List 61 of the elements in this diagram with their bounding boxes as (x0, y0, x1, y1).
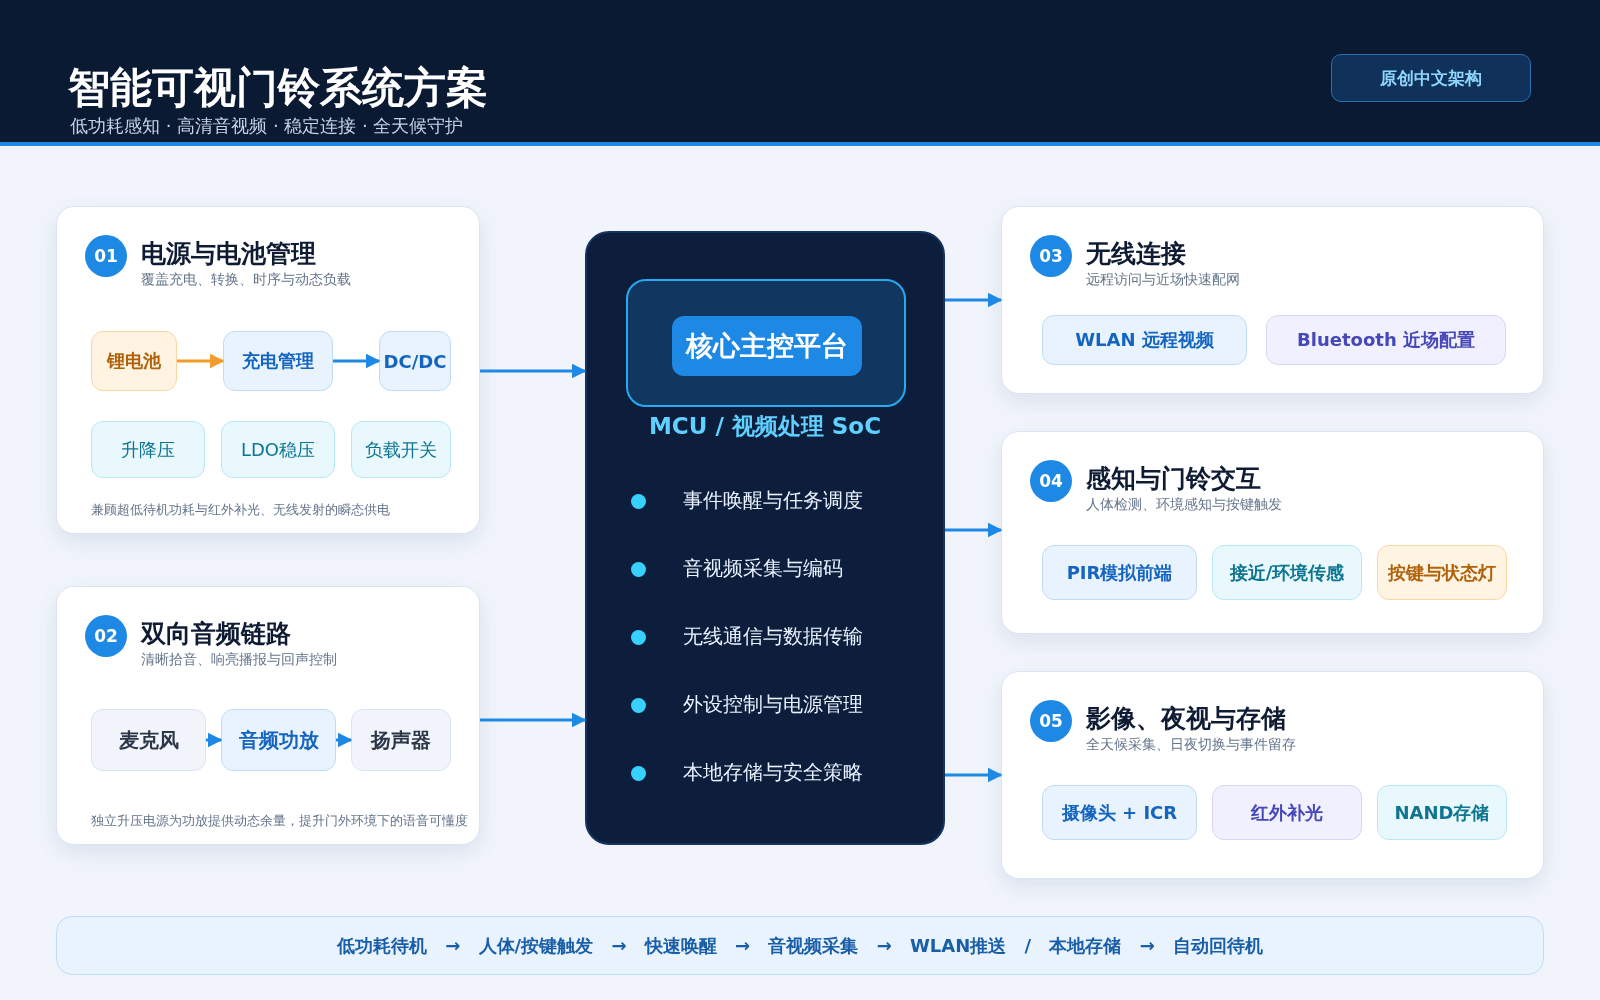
platform-label: MCU / 视频处理 SoC (647, 412, 883, 441)
step-number: 01 (85, 235, 127, 277)
component-box: Bluetooth 近场配置 (1266, 315, 1506, 365)
section-heading: 影像、夜视与存储 (1086, 703, 1286, 735)
arrow (945, 292, 1003, 308)
footnote: 独立升压电源为功放提供动态余量，提升门外环境下的语音可懂度 (91, 812, 468, 830)
arrow (206, 732, 223, 748)
flow-band: 低功耗待机 → 人体/按键触发 → 快速唤醒 → 音视频采集 → WLAN推送 / 本地存储 → 自动回待机 (56, 916, 1544, 975)
section-heading: 感知与门铃交互 (1086, 463, 1261, 495)
component-box: WLAN 远程视频 (1042, 315, 1247, 365)
section-card (1001, 431, 1544, 634)
core-panel (585, 231, 945, 845)
step-number: 04 (1030, 460, 1072, 502)
core-badge: 核心主控平台 (672, 316, 862, 376)
component-box: 负载开关 (351, 421, 451, 478)
section-card (56, 206, 480, 534)
component-box: LDO稳压 (221, 421, 335, 478)
component-box: 红外补光 (1212, 785, 1362, 840)
section-heading: 双向音频链路 (141, 618, 291, 650)
function-item: 外设控制与电源管理 (683, 691, 863, 718)
component-box: 摄像头 + ICR (1042, 785, 1197, 840)
component-box: 音频功放 (221, 709, 336, 771)
arrow (480, 712, 587, 728)
section-heading: 电源与电池管理 (141, 238, 316, 270)
section-subtitle: 人体检测、环境感知与按键触发 (1086, 496, 1282, 514)
component-box: DC/DC (379, 331, 451, 391)
component-box: 升降压 (91, 421, 205, 478)
core-frame (626, 279, 906, 407)
subtitle: 低功耗感知 · 高清音视频 · 稳定连接 · 全天候守护 (70, 114, 464, 138)
function-item: 事件唤醒与任务调度 (683, 487, 863, 514)
component-box: 充电管理 (223, 331, 333, 391)
step-number: 02 (85, 615, 127, 657)
section-card (1001, 206, 1544, 394)
arrow (333, 353, 381, 369)
footnote: 兼顾超低待机功耗与红外补光、无线发射的瞬态供电 (91, 501, 390, 519)
arrow (177, 353, 225, 369)
section-card (1001, 671, 1544, 879)
header-badge: 原创中文架构 (1331, 54, 1531, 102)
section-card (56, 586, 480, 845)
component-box: 按键与状态灯 (1377, 545, 1507, 600)
component-box: 扬声器 (351, 709, 451, 771)
step-number: 03 (1030, 235, 1072, 277)
section-subtitle: 全天候采集、日夜切换与事件留存 (1086, 736, 1296, 754)
section-subtitle: 清晰拾音、响亮播报与回声控制 (141, 651, 337, 669)
component-box: NAND存储 (1377, 785, 1507, 840)
arrow (945, 767, 1003, 783)
function-item: 本地存储与安全策略 (683, 759, 863, 786)
title: 智能可视门铃系统方案 (68, 62, 488, 114)
component-box: PIR模拟前端 (1042, 545, 1197, 600)
component-box: 接近/环境传感 (1212, 545, 1362, 600)
component-box: 锂电池 (91, 331, 177, 391)
arrow (480, 363, 587, 379)
step-number: 05 (1030, 700, 1072, 742)
section-heading: 无线连接 (1086, 238, 1186, 270)
arrow (336, 732, 353, 748)
section-subtitle: 远程访问与近场快速配网 (1086, 271, 1240, 289)
component-box: 麦克风 (91, 709, 206, 771)
function-item: 无线通信与数据传输 (683, 623, 863, 650)
section-subtitle: 覆盖充电、转换、时序与动态负载 (141, 271, 351, 289)
function-item: 音视频采集与编码 (683, 555, 843, 582)
arrow (945, 522, 1003, 538)
